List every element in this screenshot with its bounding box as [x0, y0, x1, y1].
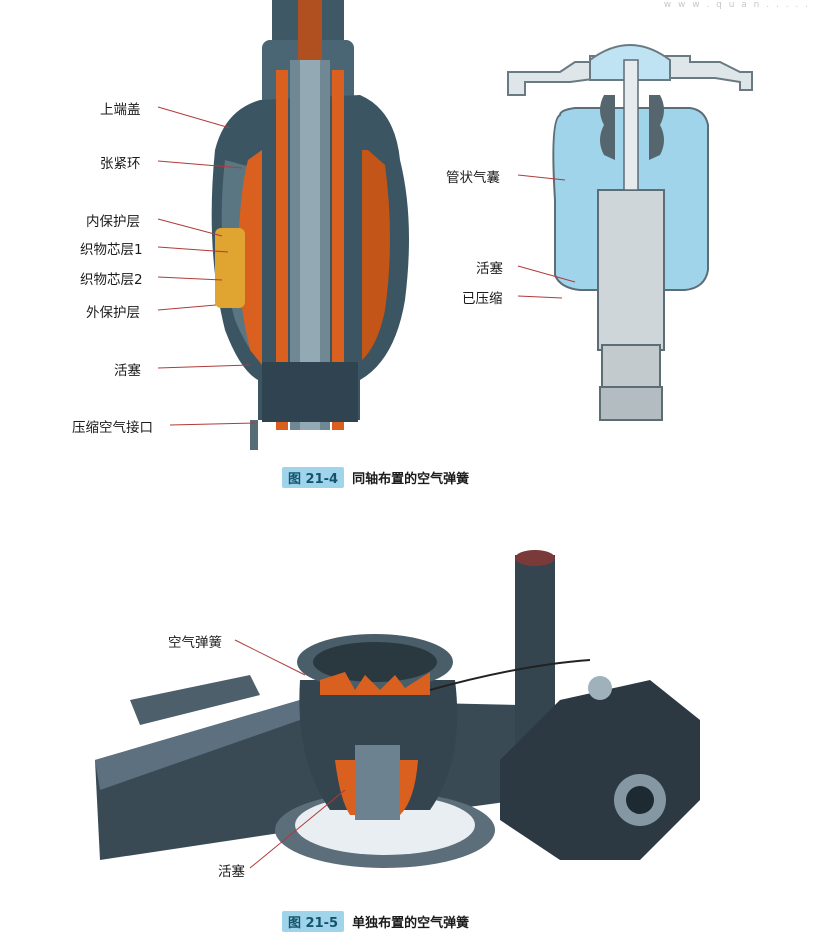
label-air-port: 压缩空气接口: [72, 420, 153, 436]
label-tubular-bag: 管状气囊: [446, 170, 500, 186]
leader-lines-fig2: [234, 639, 346, 869]
coaxial-air-spring-cutaway: [211, 0, 409, 450]
figure-21-4-title: 同轴布置的空气弹簧: [352, 472, 470, 487]
label-air-spring: 空气弹簧: [168, 635, 222, 651]
figure-21-4-tag: 图 21-4: [282, 467, 345, 488]
label-inner-layer: 内保护层: [86, 214, 140, 230]
label-compressed: 已压缩: [462, 291, 503, 307]
leader-lines-fig1: [157, 106, 576, 426]
tubular-bag-schematic: [507, 44, 753, 421]
label-fabric-core-1: 织物芯层1: [80, 242, 143, 258]
label-outer-layer: 外保护层: [86, 305, 140, 321]
label-top-cover: 上端盖: [100, 102, 141, 118]
label-piston-2: 活塞: [218, 864, 245, 880]
separate-air-spring-illustration: [95, 550, 700, 868]
watermark: w w w . q u a n . . . . .: [663, 0, 810, 10]
label-clamp-ring: 张紧环: [100, 156, 141, 172]
label-fabric-core-2: 织物芯层2: [80, 272, 143, 288]
figure-21-5-caption: 图 21-5 单独布置的空气弹簧: [282, 911, 469, 932]
figure-21-5-tag: 图 21-5: [282, 911, 345, 932]
label-piston: 活塞: [114, 363, 141, 379]
figure-21-5-title: 单独布置的空气弹簧: [352, 916, 470, 931]
label-piston-right: 活塞: [476, 261, 503, 277]
figure-21-4-caption: 图 21-4 同轴布置的空气弹簧: [282, 467, 469, 488]
